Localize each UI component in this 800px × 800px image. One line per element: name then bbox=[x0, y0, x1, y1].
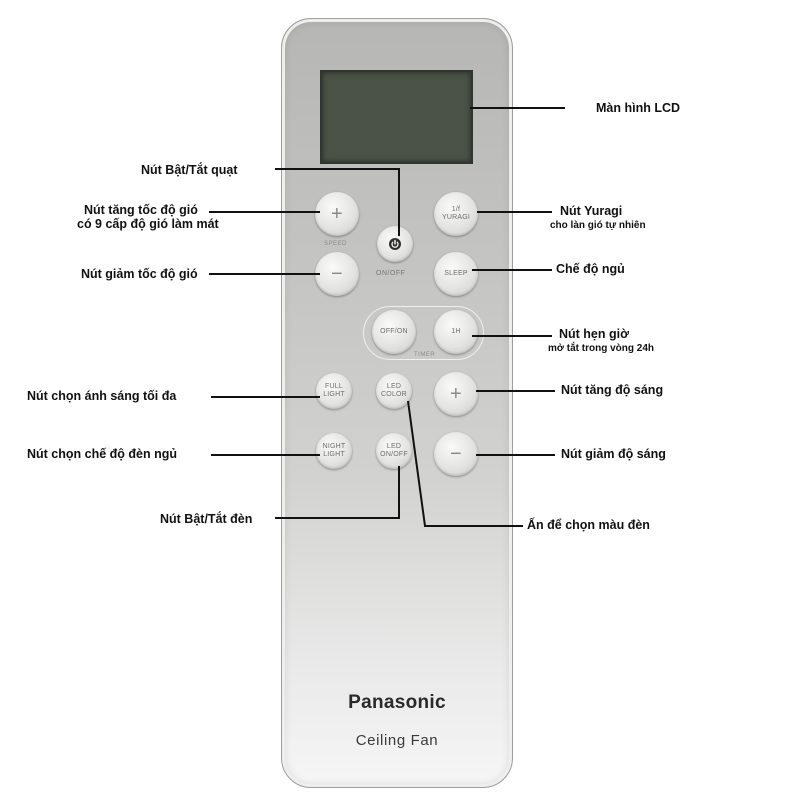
speed-caption: SPEED bbox=[324, 241, 347, 247]
led-power-button[interactable]: LED ON/OFF bbox=[376, 433, 412, 469]
label-brightness-up: Nút tăng độ sáng bbox=[561, 383, 664, 397]
label-brightness-down: Nút giảm độ sáng bbox=[561, 447, 666, 461]
fan-power-caption: ON/OFF bbox=[376, 270, 406, 277]
brightness-up-button[interactable]: + bbox=[434, 372, 478, 416]
timer-off-on-button[interactable]: OFF/ON bbox=[372, 310, 416, 354]
label-yuragi-line1: Nút Yuragi bbox=[560, 204, 623, 218]
label-led-color: Ấn để chọn màu đèn bbox=[527, 518, 650, 532]
label-led-power: Nút Bật/Tắt đèn bbox=[160, 512, 253, 526]
label-speed-down: Nút giảm tốc độ gió bbox=[81, 267, 198, 281]
fan-power-button[interactable] bbox=[377, 226, 413, 262]
label-timer-line1: Nút hẹn giờ bbox=[559, 327, 629, 341]
yuragi-button[interactable]: 1/f YURAGI bbox=[434, 192, 478, 236]
label-yuragi-line2: cho làn gió tự nhiên bbox=[550, 220, 646, 231]
brightness-down-button[interactable]: − bbox=[434, 432, 478, 476]
label-speed-up-line2: có 9 cấp độ gió làm mát bbox=[77, 217, 219, 231]
label-lcd-screen: Màn hình LCD bbox=[596, 101, 681, 115]
label-fan-power: Nút Bật/Tắt quạt bbox=[141, 163, 238, 177]
label-speed-up-line1: Nút tăng tốc độ gió bbox=[84, 203, 198, 217]
timer-1h-button[interactable]: 1H bbox=[434, 310, 478, 354]
brand-logo-text: Panasonic bbox=[348, 692, 446, 713]
speed-up-button[interactable]: + bbox=[315, 192, 359, 236]
label-timer-line2: mở tắt trong vòng 24h bbox=[548, 343, 655, 354]
label-full-light: Nút chọn ánh sáng tối đa bbox=[27, 389, 177, 403]
model-text: Ceiling Fan bbox=[355, 732, 439, 749]
label-night-light: Nút chọn chế độ đèn ngủ bbox=[27, 447, 177, 461]
label-sleep: Chế độ ngủ bbox=[556, 262, 625, 276]
lcd-screen bbox=[320, 70, 473, 164]
power-icon bbox=[389, 238, 401, 250]
timer-caption: TIMER bbox=[414, 352, 436, 358]
sleep-button[interactable]: SLEEP bbox=[434, 252, 478, 296]
full-light-button[interactable]: FULL LIGHT bbox=[316, 373, 352, 409]
timer-group bbox=[363, 306, 484, 360]
led-color-button[interactable]: LED COLOR bbox=[376, 373, 412, 409]
speed-down-button[interactable]: − bbox=[315, 252, 359, 296]
night-light-button[interactable]: NIGHT LIGHT bbox=[316, 433, 352, 469]
